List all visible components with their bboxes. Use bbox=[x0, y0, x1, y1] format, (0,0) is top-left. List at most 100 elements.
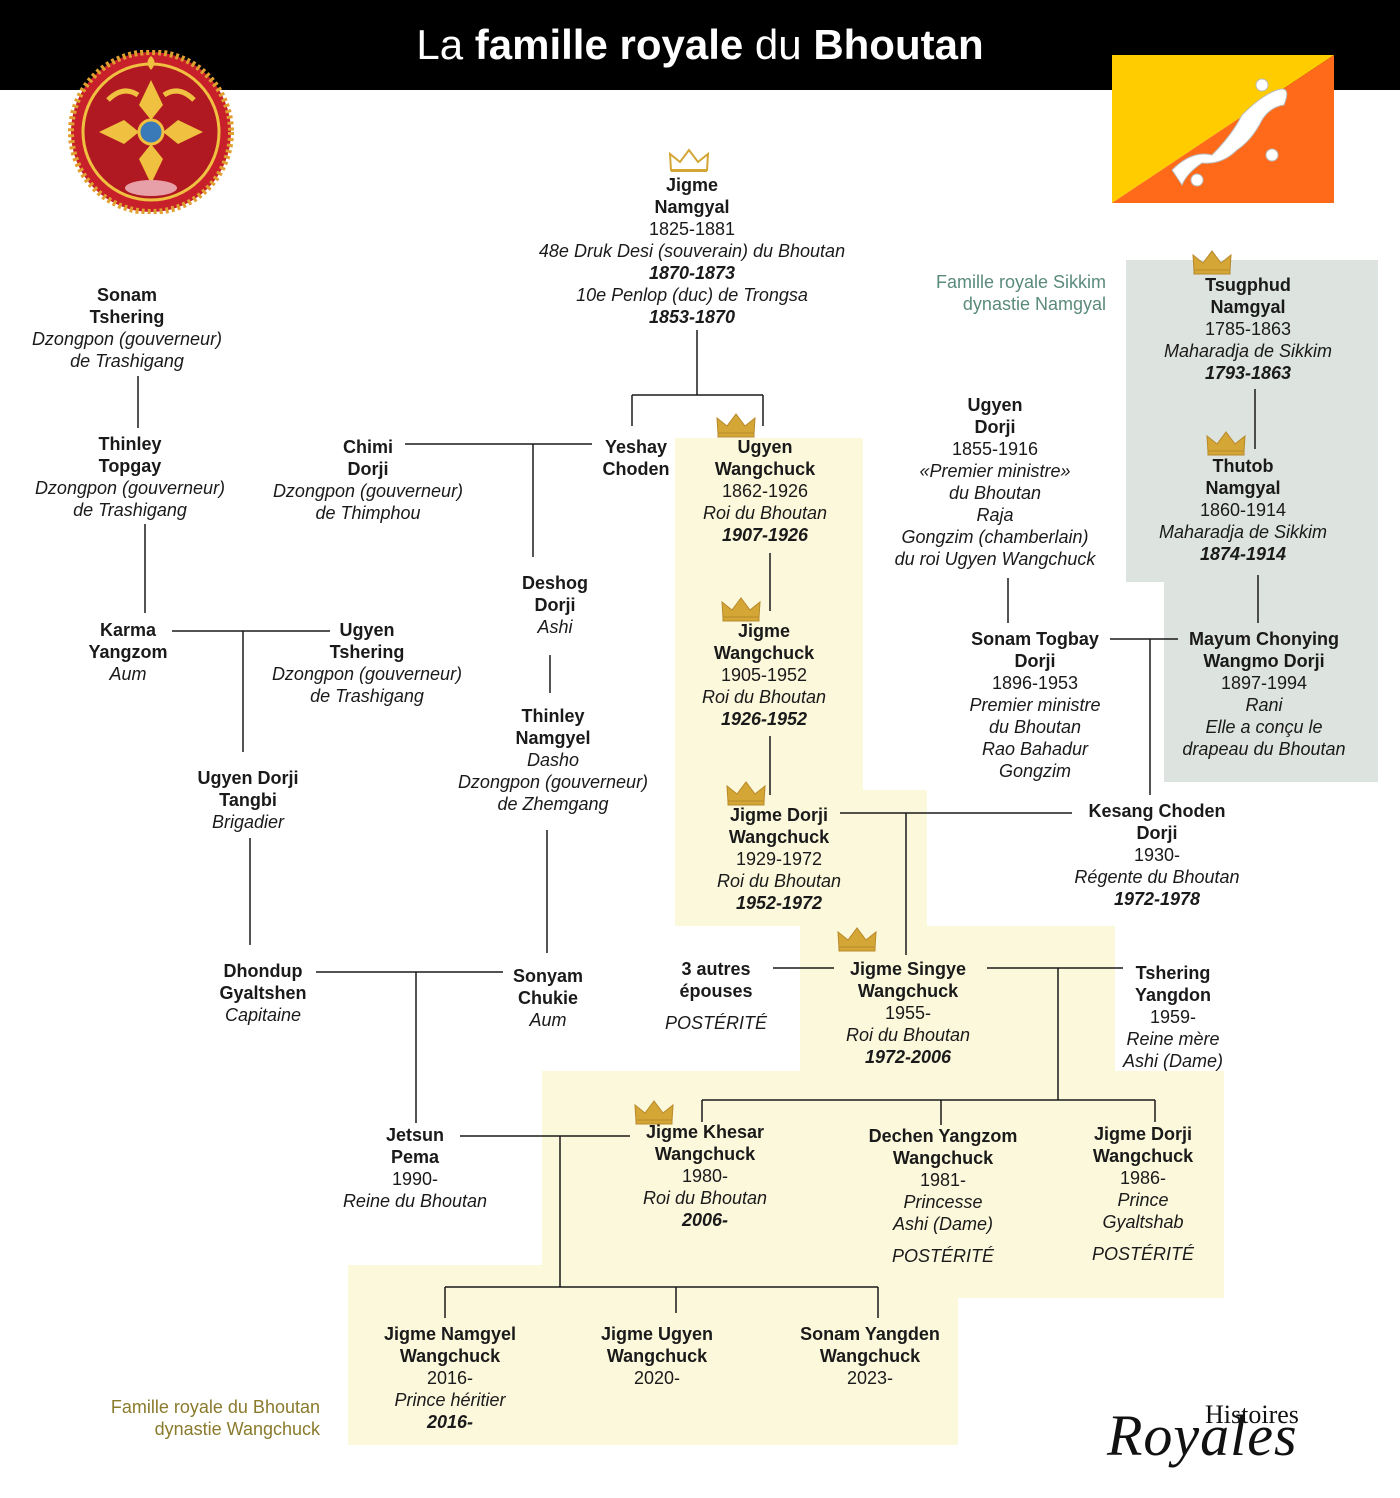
person-line: du Bhoutan bbox=[988, 717, 1082, 737]
person-line: Dasho bbox=[526, 750, 580, 770]
person-line: 1855-1916 bbox=[951, 439, 1039, 459]
crown-icon bbox=[836, 926, 878, 952]
crown-icon bbox=[725, 780, 767, 806]
sikkim-zone bbox=[1126, 260, 1378, 582]
person-line: 1981- bbox=[919, 1170, 967, 1190]
person-line: Ashi (Dame) bbox=[1122, 1051, 1224, 1071]
person-line: Gyaltshen bbox=[219, 983, 307, 1003]
person-line: Wangchuck bbox=[399, 1346, 501, 1366]
person-line: Sonam Togbay bbox=[971, 629, 1099, 649]
person-line: Pema bbox=[390, 1147, 440, 1167]
person-line: Wangchuck bbox=[819, 1346, 921, 1366]
person-line: Wangchuck bbox=[728, 827, 830, 847]
person-line: Dorji bbox=[1014, 651, 1056, 671]
person-line: 1785-1863 bbox=[1204, 319, 1292, 339]
person-line: Yangzom bbox=[88, 642, 168, 662]
person-line: de Thimphou bbox=[315, 503, 421, 523]
person-line: 1986- bbox=[1119, 1168, 1167, 1188]
bhutan-emblem-icon bbox=[68, 50, 234, 214]
person-line: Sonam Yangden bbox=[800, 1324, 940, 1344]
person-line: Jigme Namgyel bbox=[383, 1324, 517, 1344]
crown-icon bbox=[668, 148, 710, 174]
person-line: Namgyal bbox=[1210, 297, 1286, 317]
person-line: Jigme bbox=[665, 175, 719, 195]
person-line: Reine du Bhoutan bbox=[342, 1191, 488, 1211]
person-line: de Zhemgang bbox=[497, 794, 609, 814]
person-line: Princesse bbox=[903, 1192, 983, 1212]
person-line: Wangchuck bbox=[714, 459, 816, 479]
person-line: du Bhoutan bbox=[948, 483, 1042, 503]
person-line: Dzongpon (gouverneur) bbox=[34, 478, 226, 498]
person-line: Gongzim bbox=[998, 761, 1072, 781]
person-line: Rani bbox=[1245, 695, 1283, 715]
person-line: Ugyen bbox=[339, 620, 395, 640]
person-line: Prince héritier bbox=[394, 1390, 506, 1410]
person-line: Deshog bbox=[521, 573, 589, 593]
person-line: 1825-1881 bbox=[648, 219, 736, 239]
person-line: Dorji bbox=[974, 417, 1016, 437]
person-line: 1972-1978 bbox=[1113, 889, 1201, 909]
person-line: Wangchuck bbox=[606, 1346, 708, 1366]
person-line: Roi du Bhoutan bbox=[642, 1188, 768, 1208]
person-line: 48e Druk Desi (souverain) du Bhoutan bbox=[538, 241, 846, 261]
crown-icon bbox=[1191, 249, 1233, 275]
person-line: Dorji bbox=[1136, 823, 1178, 843]
person-line: «Premier ministre» bbox=[919, 461, 1071, 481]
person-line: Wangchuck bbox=[1092, 1146, 1194, 1166]
crown-icon bbox=[715, 412, 757, 438]
person-line: 1874-1914 bbox=[1199, 544, 1287, 564]
person-line: Jigme Ugyen bbox=[600, 1324, 714, 1344]
person-line: Wangchuck bbox=[713, 643, 815, 663]
person-line: Dorji bbox=[347, 459, 389, 479]
person-line: Rao Bahadur bbox=[981, 739, 1089, 759]
bhutan-flag-icon bbox=[1112, 55, 1334, 203]
bhutan-zone bbox=[675, 438, 863, 790]
person-line: 1870-1873 bbox=[648, 263, 736, 283]
person-line: Roi du Bhoutan bbox=[701, 687, 827, 707]
person-line: Dhondup bbox=[223, 961, 303, 981]
person-line: Reine mère bbox=[1126, 1029, 1220, 1049]
person-line: Tshering bbox=[1135, 963, 1211, 983]
person-line: 1860-1914 bbox=[1199, 500, 1287, 520]
person-line: POSTÉRITÉ bbox=[664, 1013, 768, 1033]
person-line: 1952-1972 bbox=[735, 893, 823, 913]
person-line: Ashi bbox=[537, 617, 573, 637]
person-line: 1793-1863 bbox=[1204, 363, 1292, 383]
histoires-royales-logo: Royales Histoires bbox=[1107, 1400, 1299, 1468]
person-line: Roi du Bhoutan bbox=[716, 871, 842, 891]
person-line: Sonyam bbox=[512, 966, 584, 986]
person-line: Thinley bbox=[98, 434, 162, 454]
person-line bbox=[665, 1002, 767, 1012]
person-line: 1930- bbox=[1133, 845, 1181, 865]
person-line bbox=[1092, 1233, 1194, 1243]
person-line: 1897-1994 bbox=[1220, 673, 1308, 693]
person-line: Dzongpon (gouverneur) bbox=[31, 329, 223, 349]
person-line: Wangchuck bbox=[654, 1144, 756, 1164]
person-line: Kesang Choden bbox=[1088, 801, 1226, 821]
person-line: 2023- bbox=[846, 1368, 894, 1388]
person-line: Maharadja de Sikkim bbox=[1158, 522, 1328, 542]
person-line: Thinley bbox=[521, 706, 585, 726]
person-line: Tshering bbox=[89, 307, 165, 327]
person-line: 1862-1926 bbox=[721, 481, 809, 501]
person-line: Jigme Dorji bbox=[729, 805, 829, 825]
person-line: Namgyal bbox=[1205, 478, 1281, 498]
person-line: Régente du Bhoutan bbox=[1074, 867, 1240, 887]
person-line: Wangmo Dorji bbox=[1203, 651, 1325, 671]
